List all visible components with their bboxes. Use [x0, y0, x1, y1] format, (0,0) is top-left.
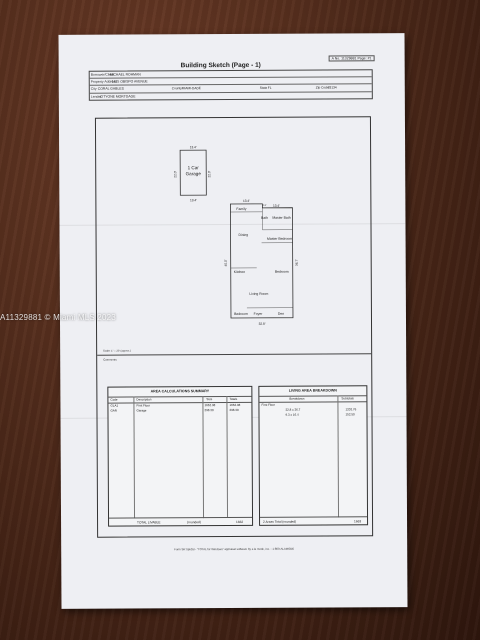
table-row: 9.3 x 16.4 152.50: [285, 412, 355, 417]
garage-label-line1: 1 Car: [188, 165, 200, 170]
garage-dim-top: 13.4': [190, 145, 197, 149]
sheet-title: Building Sketch (Page - 1): [180, 61, 261, 70]
house-outline: [229, 203, 294, 319]
room-bedroom-2: Bedroom: [234, 312, 248, 316]
living-area-footer: 2 Areas Total (rounded) 1663: [260, 516, 368, 525]
area-calculations-summary: AREA CALCULATIONS SUMMARY Code Descripti…: [107, 385, 254, 527]
living-area-title: LIVING AREA BREAKDOWN: [259, 386, 367, 397]
room-master-bedroom: Master Bedroom: [267, 237, 292, 241]
room-kitchen: Kitchen: [234, 270, 245, 274]
header-table: Borrower/Client MICHAEL ROHMAN Property …: [88, 69, 373, 101]
living-area-breakdown: LIVING AREA BREAKDOWN Breakdown Subtotal…: [258, 385, 369, 526]
room-foyer: Foyer: [254, 312, 264, 316]
garage-label-line2: Garage: [186, 171, 202, 176]
software-footer: Form SKT.BkGd - "TOTAL for Windows" appr…: [174, 546, 295, 552]
house-dim-top-left: 13.4': [243, 199, 250, 203]
house-dim-small: 4.3': [262, 204, 266, 207]
sketch-frame: 13.4' 22.0' 22.0' 13.4' 13.4' 13.4' 4.3'…: [94, 116, 374, 538]
scale-note: Scale: 1" = 20' (approx.): [103, 349, 131, 353]
room-living: Living Room: [249, 292, 268, 296]
room-dining: Dining: [239, 233, 249, 237]
document-sheet: A No. 11329881 Page: #1 Building Sketch …: [58, 33, 408, 609]
room-bath: Bath: [261, 216, 268, 220]
mls-watermark: A11329881 © Miami MLS 2023: [0, 313, 116, 322]
table-row: GAR Garage 298.30 298.30: [110, 407, 239, 413]
comments-label: Comments: [103, 357, 117, 362]
header-row-lender: Lender CITYONE MORTGAGE: [90, 94, 136, 99]
house-dim-bottom: 32.8': [259, 322, 266, 326]
house-dim-right: 36.7': [295, 259, 299, 266]
room-den: Den: [278, 312, 284, 316]
room-bedroom-1: Bedroom: [275, 270, 289, 274]
garage-dim-bottom: 13.4': [190, 198, 197, 202]
garage-dim-left: 22.0': [173, 170, 177, 177]
house-dim-top-right: 13.4': [273, 204, 280, 208]
garage-dim-right: 22.0': [207, 170, 211, 177]
garage-outline: [179, 149, 207, 196]
area-calc-footer: TOTAL LIVABLE (rounded) 1662: [109, 516, 253, 526]
room-family: Family: [236, 207, 246, 211]
house-dim-left: 40.0': [224, 259, 228, 266]
room-master-bath: Master Bath: [272, 216, 290, 220]
floor-plan: 13.4' 22.0' 22.0' 13.4' 13.4' 13.4' 4.3'…: [173, 145, 299, 326]
file-number: A No. 11329881 Page: #1: [328, 55, 375, 62]
